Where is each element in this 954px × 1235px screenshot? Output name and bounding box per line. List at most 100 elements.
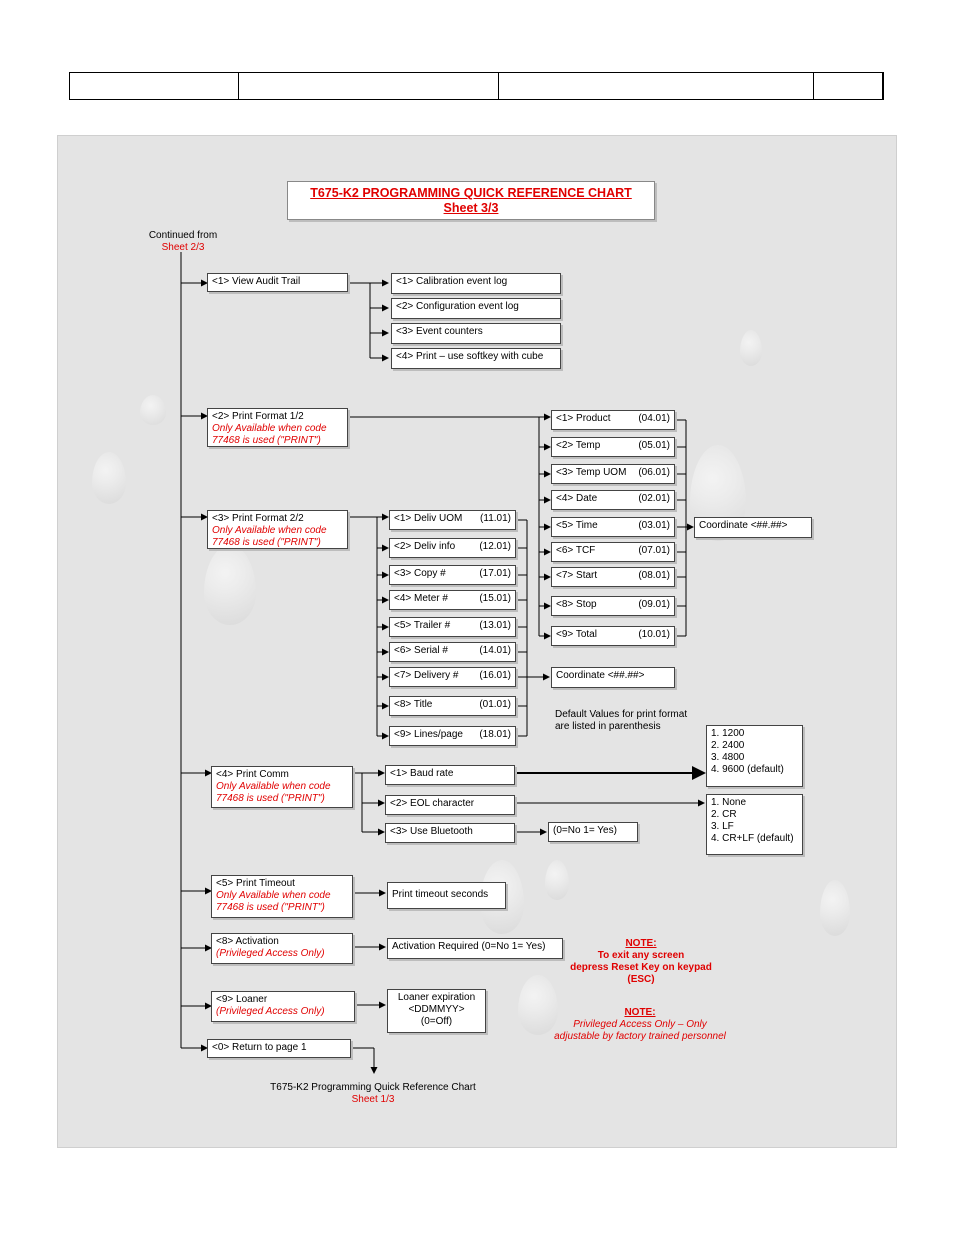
menu-view-audit-trail[interactable]: <1> View Audit Trail [207,273,348,292]
audit-event-counters[interactable]: <3> Event counters [391,323,561,344]
comm-baud-rate[interactable]: <1> Baud rate [385,765,515,785]
water-drop [545,860,569,900]
menu-note: Only Available when code 77468 is used (… [212,525,327,548]
field-code: (04.01) [638,413,670,424]
menu-activation[interactable]: <8> Activation(Privileged Access Only) [211,933,353,964]
note-line: To exit any screen [597,950,685,961]
header-cell [70,73,239,99]
coordinate-box[interactable]: Coordinate <##.##> [694,517,812,538]
audit-label: <3> Event counters [396,326,483,337]
comm-bluetooth[interactable]: <3> Use Bluetooth [385,823,515,843]
baud-options: 1. 1200 2. 2400 3. 4800 4. 9600 (default… [706,725,803,787]
format1-item[interactable]: <5> Time(03.01) [551,517,675,537]
field-name: <4> Date [556,493,598,504]
field-code: (15.01) [479,593,511,604]
field-name: <1> Deliv UOM [394,513,463,524]
format1-item[interactable]: <9> Total (10.01) [551,626,675,646]
option: 3. LF [711,821,734,832]
note-heading: NOTE: [624,1007,656,1018]
audit-calibration-log[interactable]: <1> Calibration event log [391,273,561,294]
menu-label: <0> Return to page 1 [212,1042,307,1053]
format2-item[interactable]: <4> Meter # (15.01) [389,590,516,610]
option: 1. 1200 [711,728,745,739]
format1-item[interactable]: <6> TCF(07.01) [551,542,675,562]
value-line: Loaner expiration [397,992,476,1003]
menu-loaner[interactable]: <9> Loaner(Privileged Access Only) [211,991,355,1022]
field-code: (16.01) [479,670,511,681]
audit-label: <1> Calibration event log [396,276,508,287]
format2-item[interactable]: <7> Delivery #(16.01) [389,667,516,687]
menu-note: (Privileged Access Only) [216,1006,325,1017]
field-name: <4> Meter # [394,593,448,604]
audit-label: <2> Configuration event log [396,301,519,312]
default-values-note: Default Values for print format are list… [555,709,687,733]
field-code: (11.01) [480,513,511,524]
format2-item[interactable]: <2> Deliv info(12.01) [389,538,516,558]
note-line: Default Values for print format [555,709,688,720]
field-code: (05.01) [638,440,670,451]
menu-label: <8> Activation [216,936,279,947]
note-line: adjustable by factory trained personnel [554,1031,726,1042]
format2-item[interactable]: <8> Title(01.01) [389,696,516,716]
field-name: <7> Start [556,570,598,581]
menu-label: <1> View Audit Trail [212,276,301,287]
field-code: (08.01) [638,570,670,581]
format2-item[interactable]: <1> Deliv UOM (11.01) [389,510,516,530]
continued-label: Continued from [148,230,218,241]
format1-item[interactable]: <7> Start (08.01) [551,567,675,587]
menu-note: (Privileged Access Only) [216,948,325,959]
format1-item[interactable]: <1> Product(04.01) [551,410,675,430]
activation-value[interactable]: Activation Required (0=No 1= Yes) [387,938,563,959]
field-code: (18.01) [479,729,511,740]
chart-title: T675-K2 PROGRAMMING QUICK REFERENCE CHAR… [287,181,655,220]
field-name: <2> Deliv info [394,541,456,552]
menu-label: <5> Print Timeout [216,878,295,889]
format1-item[interactable]: <8> Stop (09.01) [551,596,675,616]
note-line: depress Reset Key on keypad [570,962,712,973]
comm-label: <3> Use Bluetooth [390,826,473,837]
field-name: <6> Serial # [394,645,448,656]
water-drop [204,545,256,625]
field-code: (10.01) [638,629,670,640]
field-code: (17.01) [479,568,511,579]
loaner-value[interactable]: Loaner expiration <DDMMYY> (0=Off) [387,989,486,1033]
menu-label: <9> Loaner [216,994,268,1005]
format2-item[interactable]: <6> Serial #(14.01) [389,642,516,662]
bluetooth-value[interactable]: (0=No 1= Yes) [548,822,638,842]
menu-label: <2> Print Format 1/2 [212,411,304,422]
audit-configuration-log[interactable]: <2> Configuration event log [391,298,561,319]
option: 3. 4800 [711,752,745,763]
coordinate-box[interactable]: Coordinate <##.##> [551,667,675,688]
field-name: <6> TCF [556,545,596,556]
format1-item[interactable]: <2> Temp(05.01) [551,437,675,457]
comm-eol-character[interactable]: <2> EOL character [385,795,515,815]
format1-item[interactable]: <3> Temp UOM(06.01) [551,464,675,484]
option: 2. CR [711,809,737,820]
field-code: (01.01) [479,699,511,710]
timeout-value[interactable]: Print timeout seconds [387,882,506,909]
menu-note: Only Available when code 77468 is used (… [216,781,331,804]
value-label: (0=No 1= Yes) [553,825,617,836]
format2-item[interactable]: <3> Copy #(17.01) [389,565,516,585]
field-name: <8> Stop [556,599,597,610]
menu-label: <3> Print Format 2/2 [212,513,304,524]
value-label: Activation Required (0=No 1= Yes) [392,941,546,952]
note-line: are listed in parenthesis [555,721,661,732]
menu-return-page-1[interactable]: <0> Return to page 1 [207,1039,351,1058]
field-name: <5> Trailer # [394,620,451,631]
format2-item[interactable]: <9> Lines/page(18.01) [389,726,516,746]
format2-item[interactable]: <5> Trailer #(13.01) [389,617,516,637]
comm-label: <2> EOL character [390,798,475,809]
title-sheet: Sheet 3/3 [443,201,499,215]
audit-print[interactable]: <4> Print – use softkey with cube [391,348,561,369]
footer-title: T675-K2 Programming Quick Reference Char… [270,1082,476,1093]
footer-ref: T675-K2 Programming Quick Reference Char… [248,1082,498,1106]
format1-item[interactable]: <4> Date(02.01) [551,490,675,510]
field-code: (09.01) [638,599,670,610]
field-name: <9> Total [556,629,597,640]
